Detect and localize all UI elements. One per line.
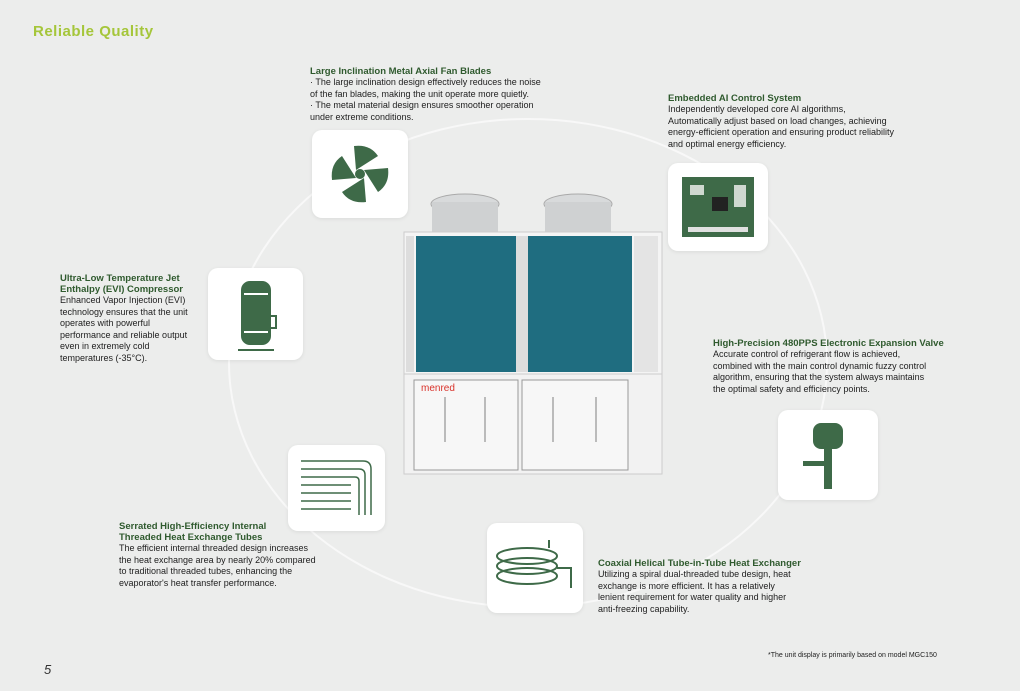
feature-compressor: Ultra-Low Temperature Jet Enthalpy (EVI)… bbox=[60, 273, 188, 364]
feature-title: Coaxial Helical Tube-in-Tube Heat Exchan… bbox=[598, 558, 801, 569]
feature-title: Large Inclination Metal Axial Fan Blades bbox=[310, 66, 492, 77]
feature-title: Ultra-Low Temperature Jet Enthalpy (EVI)… bbox=[60, 273, 183, 295]
feature-body: The efficient internal threaded design i… bbox=[119, 543, 316, 588]
feature-title: Serrated High-Efficiency Internal Thread… bbox=[119, 521, 267, 543]
feature-title: Embedded AI Control System bbox=[668, 93, 802, 104]
feature-title: High-Precision 480PPS Electronic Expansi… bbox=[713, 338, 944, 349]
tubes-icon bbox=[288, 445, 385, 531]
heat-pump-unit-image: menred bbox=[400, 192, 666, 482]
feature-threaded-tubes: Serrated High-Efficiency Internal Thread… bbox=[119, 521, 316, 589]
feature-body: Utilizing a spiral dual-threaded tube de… bbox=[598, 569, 791, 614]
feature-body: Enhanced Vapor Injection (EVI) technolog… bbox=[60, 295, 188, 363]
brand-logo: menred bbox=[421, 383, 455, 394]
feature-body: Accurate control of refrigerant flow is … bbox=[713, 349, 927, 394]
valve-icon bbox=[778, 410, 878, 500]
compressor-icon bbox=[208, 268, 303, 360]
feature-ai-control: Embedded AI Control System Independently… bbox=[668, 93, 894, 150]
footnote: *The unit display is primarily based on … bbox=[768, 652, 937, 659]
page-number: 5 bbox=[44, 662, 52, 677]
coil-icon bbox=[487, 523, 583, 613]
feature-fan-blades: Large Inclination Metal Axial Fan Blades… bbox=[310, 66, 541, 123]
feature-body: · The large inclination design effective… bbox=[310, 77, 541, 122]
circuit-board-icon bbox=[668, 163, 768, 251]
fan-icon bbox=[312, 130, 408, 218]
feature-expansion-valve: High-Precision 480PPS Electronic Expansi… bbox=[713, 338, 944, 395]
feature-coaxial-exchanger: Coaxial Helical Tube-in-Tube Heat Exchan… bbox=[598, 558, 801, 615]
page-title: Reliable Quality bbox=[33, 23, 154, 40]
feature-body: Independently developed core AI algorith… bbox=[668, 104, 894, 149]
